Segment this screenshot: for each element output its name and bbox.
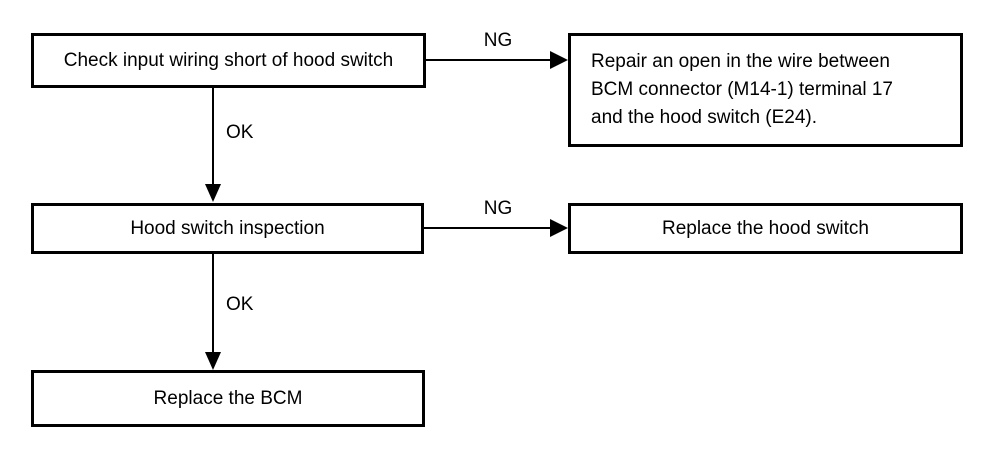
node-label: Replace the BCM <box>153 387 303 409</box>
node-label: Replace the hood switch <box>661 217 869 239</box>
edge-label-ng: NG <box>483 198 513 219</box>
arrowhead-right-icon <box>550 51 568 69</box>
edge-ng-inspection-to-replace-switch-line <box>424 227 550 229</box>
node-label: Check input wiring short of hood switch <box>63 49 394 71</box>
edge-label-ng: NG <box>483 30 513 51</box>
edge-ok-check-to-inspection-line <box>212 88 214 184</box>
arrowhead-down-icon <box>205 184 221 202</box>
node-label: Hood switch inspection <box>130 217 325 239</box>
edge-label-ok: OK <box>226 294 254 315</box>
node-repair-open-wire: Repair an open in the wire between BCM c… <box>568 33 963 147</box>
edge-label-ok: OK <box>226 122 254 143</box>
node-check-input-wiring: Check input wiring short of hood switch <box>31 33 426 88</box>
arrowhead-right-icon <box>550 219 568 237</box>
edge-ng-check-to-repair-line <box>426 59 550 61</box>
node-hood-switch-inspection: Hood switch inspection <box>31 203 424 254</box>
node-replace-bcm: Replace the BCM <box>31 370 425 427</box>
node-replace-hood-switch: Replace the hood switch <box>568 203 963 254</box>
node-label: Repair an open in the wire between BCM c… <box>591 51 893 128</box>
edge-ok-inspection-to-replace-bcm-line <box>212 254 214 352</box>
arrowhead-down-icon <box>205 352 221 370</box>
